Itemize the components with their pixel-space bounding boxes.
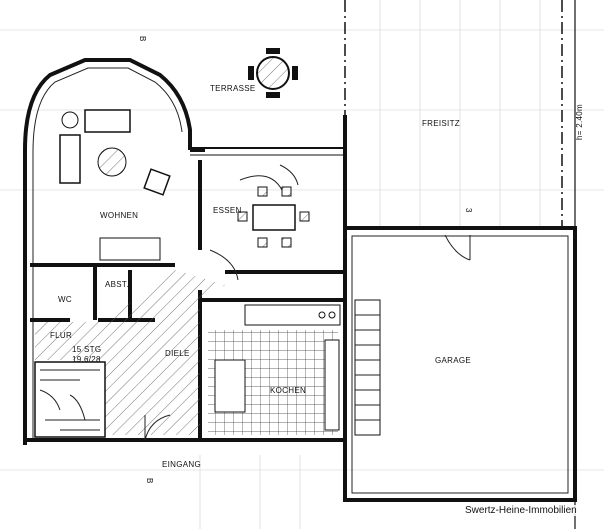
room-label-abst: ABST. bbox=[105, 280, 129, 289]
stairs-ratio: 19.6/28 bbox=[72, 355, 101, 364]
section-mark-bottom: B bbox=[145, 478, 154, 484]
room-label-essen: ESSEN bbox=[213, 206, 242, 215]
section-mark-freisitz: 3 bbox=[464, 208, 473, 213]
room-label-wohnen: WOHNEN bbox=[100, 211, 138, 220]
room-label-wc: WC bbox=[58, 295, 72, 304]
living-furniture bbox=[59, 109, 171, 261]
room-label-kochen: KOCHEN bbox=[270, 386, 306, 395]
room-label-diele: DIELE bbox=[165, 349, 190, 358]
section-mark-top: B bbox=[138, 36, 147, 42]
terrace-table-icon bbox=[256, 56, 290, 90]
height-note: h= 2.40m bbox=[575, 104, 584, 140]
terrasse-area bbox=[190, 48, 345, 156]
stairs-steps: 15 STG bbox=[72, 345, 101, 354]
outer-walls bbox=[23, 58, 577, 502]
room-label-terrasse: TERRASSE bbox=[210, 84, 256, 93]
garage-steps bbox=[354, 299, 381, 436]
watermark: Swertz-Heine-Immobilien bbox=[463, 505, 579, 516]
flur-floor bbox=[35, 322, 100, 360]
room-label-freisitz: FREISITZ bbox=[422, 119, 460, 128]
doors bbox=[144, 164, 471, 441]
room-label-flur: FLUR bbox=[50, 331, 72, 340]
dining-set bbox=[237, 186, 310, 248]
staircase bbox=[34, 361, 106, 438]
room-label-garage: GARAGE bbox=[435, 356, 471, 365]
room-label-eingang: EINGANG bbox=[162, 460, 201, 469]
diele-floor bbox=[100, 270, 225, 435]
